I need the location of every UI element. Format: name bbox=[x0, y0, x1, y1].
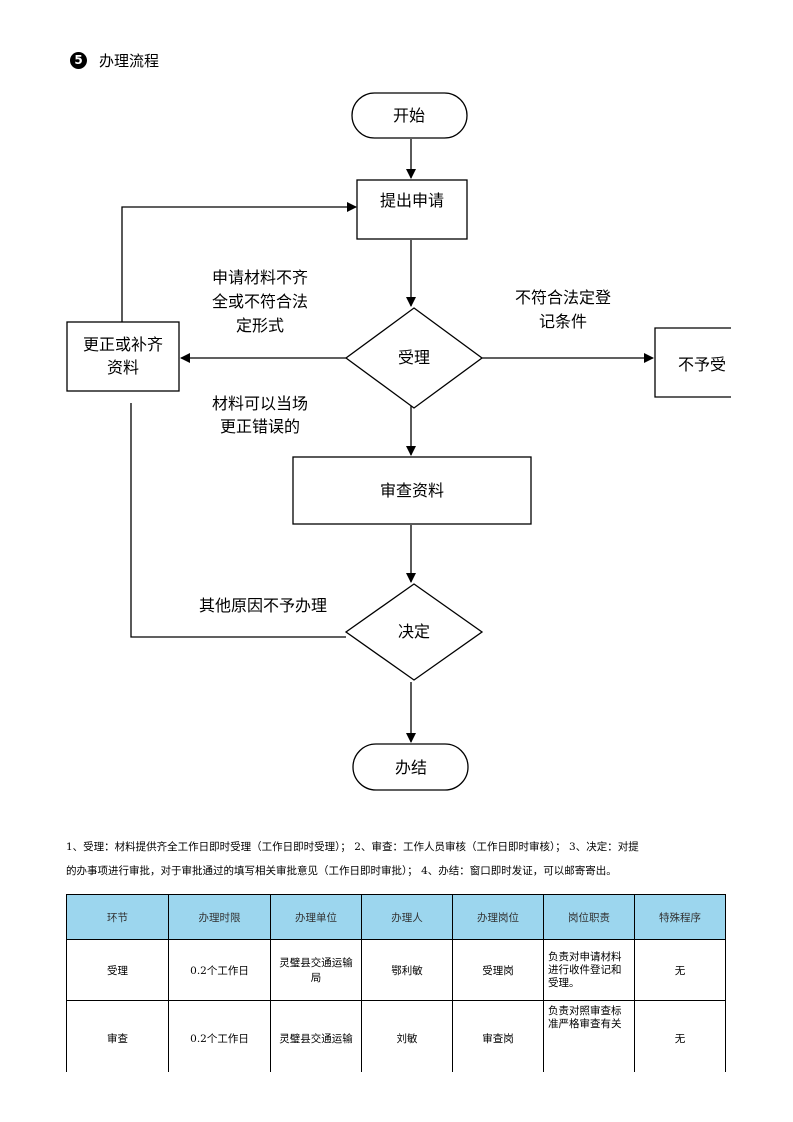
note-line-2: 的办事项进行审批，对于审批通过的填写相关审批意见（工作日即时审批）； 4、办结：… bbox=[66, 865, 617, 877]
not-eligible-label-line2: 记条件 bbox=[539, 312, 587, 331]
fixable-label-line2: 更正错误的 bbox=[220, 417, 300, 436]
header-time: 办理时限 bbox=[168, 894, 271, 940]
section-number-badge: 5 bbox=[70, 51, 87, 69]
accept-diamond bbox=[344, 307, 484, 409]
cell-stage: 审查 bbox=[66, 1000, 169, 1076]
cell-duty: 负责对照审查标准严格审查有关 bbox=[543, 1000, 635, 1076]
finish-label: 办结 bbox=[395, 758, 427, 777]
cell-special: 无 bbox=[634, 939, 726, 1001]
fixable-label-line1: 材料可以当场 bbox=[212, 394, 308, 413]
header-duty: 岗位职责 bbox=[543, 894, 635, 940]
flowchart: 开始 提出申请 受理 更正或补齐 资料 不予受 审查资料 决定 办结 申请材料不… bbox=[66, 92, 731, 791]
cell-person: 刘敏 bbox=[361, 1000, 453, 1076]
cell-unit: 灵璧县交通运输局 bbox=[270, 939, 362, 1001]
reject-label: 不予受 bbox=[678, 355, 726, 374]
correct-box bbox=[66, 321, 180, 392]
cell-post: 审查岗 bbox=[452, 1000, 544, 1076]
line-correct-to-decide bbox=[130, 403, 346, 638]
process-notes: 1、受理：材料提供齐全工作日即时受理（工作日即时受理）； 2、审查：工作人员审核… bbox=[66, 835, 730, 883]
apply-label: 提出申请 bbox=[380, 191, 444, 210]
cell-stage: 受理 bbox=[66, 939, 169, 1001]
cell-unit: 灵璧县交通运输 bbox=[270, 1000, 362, 1076]
decide-diamond bbox=[344, 583, 484, 681]
header-stage: 环节 bbox=[66, 894, 169, 940]
correct-label-line2: 资料 bbox=[107, 358, 139, 377]
review-box bbox=[292, 456, 532, 525]
reject-box bbox=[654, 327, 731, 398]
header-special: 特殊程序 bbox=[634, 894, 726, 940]
not-eligible-label-line1: 不符合法定登 bbox=[515, 288, 611, 307]
header-unit: 办理单位 bbox=[270, 894, 362, 940]
section-title: 办理流程 bbox=[99, 51, 160, 70]
incomplete-label-line3: 定形式 bbox=[236, 316, 284, 335]
finish-terminal bbox=[352, 743, 469, 791]
other-reason-label: 其他原因不予办理 bbox=[199, 596, 327, 615]
section-heading: 5 办理流程 bbox=[70, 49, 159, 71]
arrow-correct-to-apply bbox=[121, 202, 357, 322]
start-terminal bbox=[351, 92, 468, 139]
review-label: 审查资料 bbox=[380, 481, 444, 500]
cell-person: 鄂利敏 bbox=[361, 939, 453, 1001]
table-header-row: 环节 办理时限 办理单位 办理人 办理岗位 岗位职责 特殊程序 bbox=[66, 894, 726, 940]
start-label: 开始 bbox=[393, 106, 425, 125]
decide-label: 决定 bbox=[398, 622, 430, 641]
cell-special: 无 bbox=[634, 1000, 726, 1076]
header-person: 办理人 bbox=[361, 894, 453, 940]
table-row: 审查 0.2个工作日 灵璧县交通运输 刘敏 审查岗 负责对照审查标准严格审查有关… bbox=[66, 1000, 726, 1076]
cell-time: 0.2个工作日 bbox=[168, 939, 271, 1001]
cell-duty: 负责对申请材料进行收件登记和受理。 bbox=[543, 939, 635, 1001]
accept-label: 受理 bbox=[398, 348, 430, 367]
correct-label-line1: 更正或补齐 bbox=[83, 335, 163, 354]
process-table: 环节 办理时限 办理单位 办理人 办理岗位 岗位职责 特殊程序 受理 0.2个工… bbox=[66, 894, 726, 1076]
incomplete-label-line1: 申请材料不齐 bbox=[212, 268, 308, 287]
table-row: 受理 0.2个工作日 灵璧县交通运输局 鄂利敏 受理岗 负责对申请材料进行收件登… bbox=[66, 939, 726, 1001]
page-bottom-margin bbox=[0, 1072, 793, 1122]
note-line-1: 1、受理：材料提供齐全工作日即时受理（工作日即时受理）； 2、审查：工作人员审核… bbox=[66, 841, 639, 853]
incomplete-label-line2: 全或不符合法 bbox=[212, 292, 308, 311]
header-post: 办理岗位 bbox=[452, 894, 544, 940]
cell-post: 受理岗 bbox=[452, 939, 544, 1001]
apply-box bbox=[356, 179, 468, 240]
cell-time: 0.2个工作日 bbox=[168, 1000, 271, 1076]
